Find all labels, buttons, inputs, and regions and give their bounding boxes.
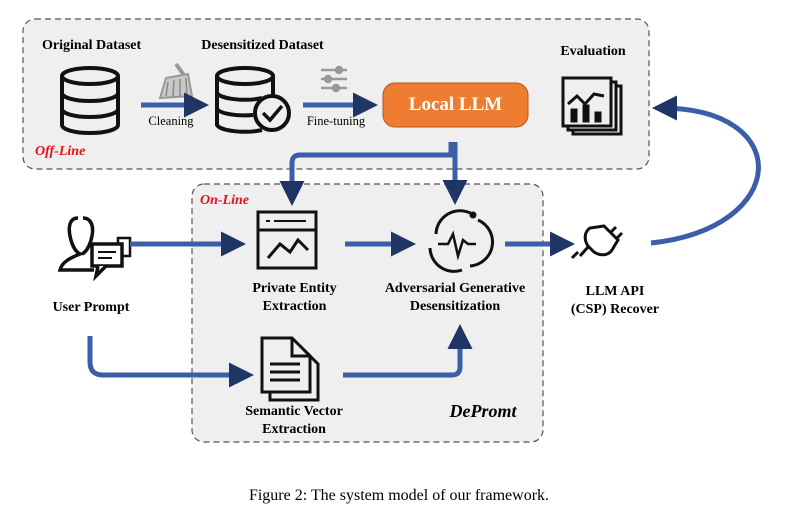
user-prompt-label: User Prompt [52,300,130,315]
offline-tag: Off-Line [35,144,86,159]
document-icon [260,336,320,402]
llm-api-label-1: LLM API [585,284,645,299]
user-icon [57,216,132,282]
recover-return-arrow [650,95,761,246]
fine-tuning-label: Fine-tuning [306,114,366,128]
semantic-label-2: Extraction [262,422,326,437]
original-dataset-label: Original Dataset [42,38,142,53]
extraction-window-icon [256,210,318,270]
database-check-icon [215,66,291,134]
online-tag: On-Line [200,193,249,208]
cleaning-label: Cleaning [148,114,194,128]
semantic-label-1: Semantic Vector [245,404,343,419]
private-entity-label-2: Extraction [262,299,327,314]
evaluation-label: Evaluation [560,44,626,59]
local-llm-box [382,82,529,128]
private-entity-label-1: Private Entity [252,281,337,296]
plug-icon [570,224,624,260]
adversarial-label-2: Desensitization [409,299,501,314]
adversarial-pulse-icon [428,209,495,273]
adversarial-label-1: Adversarial Generative [384,281,526,296]
llm-api-label-2: (CSP) Recover [570,302,660,317]
desensitized-dataset-label: Desensitized Dataset [201,38,324,53]
local-llm-label: Local LLM [408,94,503,115]
database-icon [60,66,120,135]
online-arrows [87,231,575,388]
evaluation-chart-icon [561,76,623,136]
offline-panel [22,18,650,170]
framework-name: DePromt [449,401,517,421]
llm-down-arrows [279,142,468,206]
figure-caption: Figure 2: The system model of our framew… [248,487,550,504]
sliders-icon [321,65,347,93]
